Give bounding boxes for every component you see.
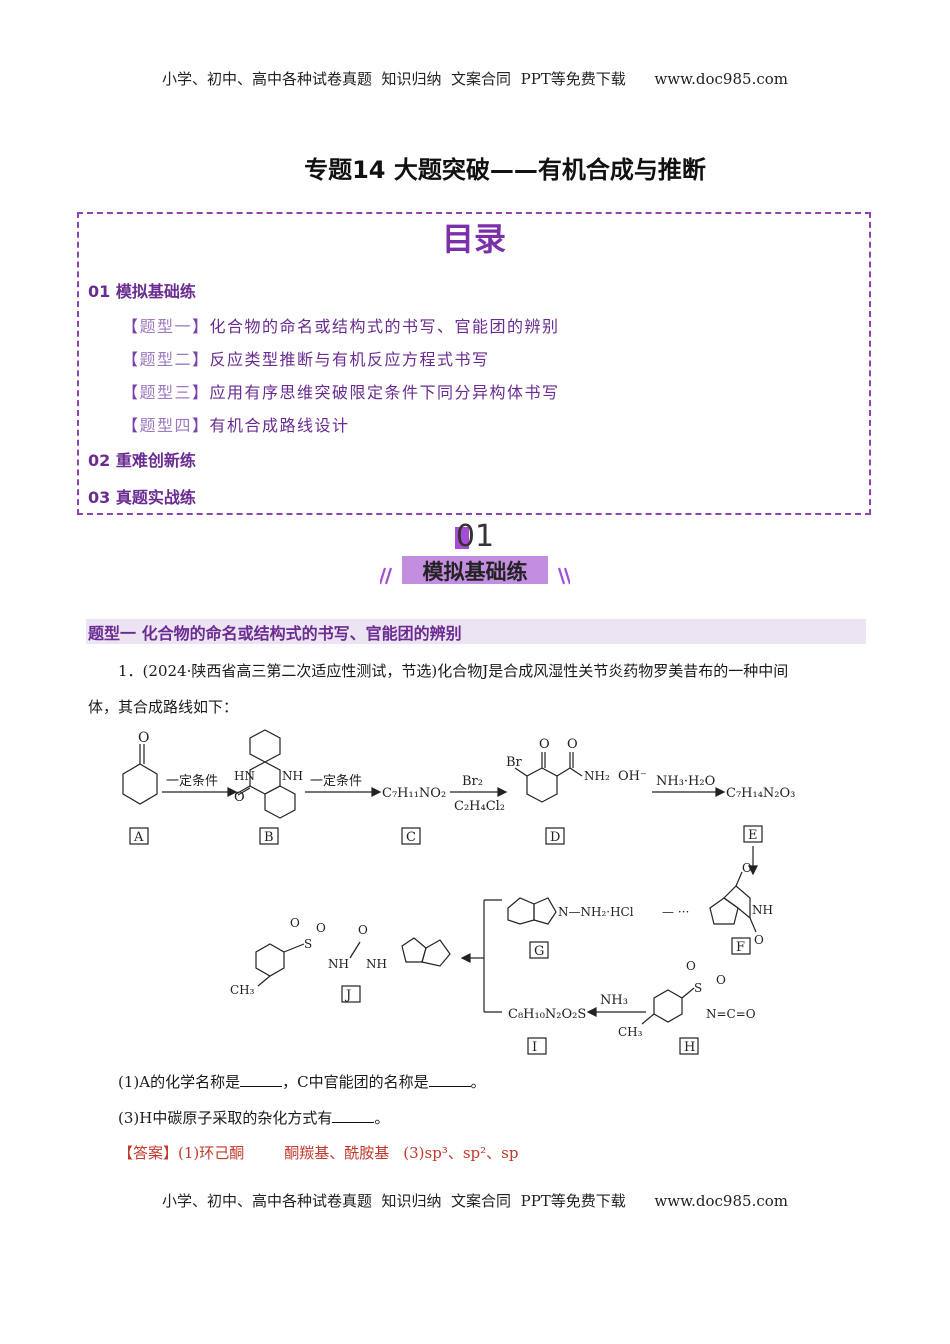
label-F: F [736, 940, 745, 955]
svg-text:O: O [686, 959, 696, 973]
svg-text:N=C=O: N=C=O [706, 1007, 756, 1021]
synthesis-scheme: O A 一定条件 O HN NH B 一定条件 C₇H₁₁NO₂ C Br₂ C… [122, 729, 795, 1055]
label-E: E [748, 828, 758, 843]
reagent-nh3: NH₃ [600, 993, 628, 1008]
compound-B: O HN NH [234, 729, 303, 819]
svg-text:NH: NH [366, 957, 387, 971]
question-intro-cont: 体，其合成路线如下： [88, 698, 239, 716]
document-title: 专题14 大题突破——有机合成与推断 [304, 156, 706, 184]
condition-2: 一定条件 [310, 773, 362, 789]
question-1: (1)A的化学名称是，C中官能团的名称是。 [118, 1072, 486, 1091]
label-I: I [532, 1040, 537, 1055]
svg-text:O: O [742, 861, 752, 875]
svg-text:O: O [290, 916, 300, 930]
answer-blank-3[interactable] [332, 1108, 375, 1123]
label-G: G [534, 944, 544, 959]
svg-text:O: O [716, 973, 726, 987]
formula-I: C₈H₁₀N₂O₂S [508, 1007, 586, 1022]
compound-G: N—NH₂·HCl — ··· [507, 897, 689, 925]
svg-text:O: O [138, 730, 149, 746]
condition-1: 一定条件 [166, 773, 218, 789]
svg-text:S: S [304, 937, 312, 951]
page-footer: 小学、初中、高中各种试卷真题 知识归纳 文案合同 PPT等免费下载 www.do… [161, 1192, 788, 1210]
toc-item-4[interactable]: 【题型四】有机合成路线设计 [122, 416, 350, 435]
svg-text:O: O [358, 923, 368, 937]
svg-text:NH₂: NH₂ [584, 769, 610, 783]
toc-item-3[interactable]: 【题型三】应用有序思维突破限定条件下同分异构体书写 [122, 383, 560, 402]
label-B: B [264, 830, 274, 845]
compound-F: O O NH [709, 861, 773, 947]
label-H: H [684, 1040, 695, 1055]
svg-text:S: S [694, 981, 702, 995]
question-type-bar [86, 619, 866, 644]
compound-A: O [122, 730, 158, 805]
svg-text:— ···: — ··· [662, 905, 689, 919]
toc-item-2[interactable]: 【题型二】反应类型推断与有机反应方程式书写 [122, 350, 490, 369]
svg-text:NH: NH [328, 957, 349, 971]
svg-text:O: O [234, 790, 245, 805]
compound-H: CH₃ S O O N=C=O [618, 959, 756, 1039]
svg-text:NH: NH [282, 769, 303, 783]
toc-section-03[interactable]: 03 真题实战练 [88, 488, 196, 507]
compound-D: O Br O NH₂ [506, 737, 610, 803]
answer-blank-2[interactable] [428, 1072, 471, 1087]
svg-text:O: O [567, 737, 578, 752]
reagent-br2: Br₂ [462, 774, 483, 789]
svg-text:O: O [754, 933, 764, 947]
solvent: C₂H₄Cl₂ [454, 799, 505, 814]
svg-text:O: O [316, 921, 326, 935]
banner-accent [455, 527, 469, 549]
label-D: D [550, 830, 560, 845]
section-banner: 01 模拟基础练 [380, 519, 570, 585]
label-J: J [344, 988, 351, 1003]
answer-blank-1[interactable] [240, 1072, 283, 1087]
svg-text:Br: Br [506, 755, 523, 770]
toc-item-1[interactable]: 【题型一】化合物的命名或结构式的书写、官能团的辨别 [122, 317, 560, 336]
banner-number: 01 [456, 519, 494, 554]
question-type-title: 题型一 化合物的命名或结构式的书写、官能团的辨别 [88, 624, 462, 643]
formula-E: C₇H₁₄N₂O₃ [726, 786, 795, 801]
answer-line: 【答案】(1)环己酮酮羰基、酰胺基(3)sp³、sp²、sp [118, 1144, 519, 1162]
svg-text:NH: NH [752, 903, 773, 917]
svg-text:O: O [539, 737, 550, 752]
page-header: 小学、初中、高中各种试卷真题 知识归纳 文案合同 PPT等免费下载 www.do… [161, 70, 788, 88]
label-C: C [406, 830, 416, 845]
svg-text:HN: HN [234, 769, 255, 783]
toc-box [77, 212, 871, 515]
banner-bar [402, 556, 548, 584]
svg-text:CH₃: CH₃ [230, 983, 255, 997]
question-intro: 1．(2024·陕西省高三第二次适应性测试，节选)化合物J是合成风湿性关节炎药物… [118, 662, 789, 680]
label-A: A [133, 830, 144, 845]
formula-C: C₇H₁₁NO₂ [382, 786, 446, 801]
banner-label: 模拟基础练 [423, 560, 528, 584]
toc-section-01[interactable]: 01 模拟基础练 [88, 282, 196, 301]
toc-heading: 目录 [441, 220, 506, 258]
reagent-oh: OH⁻ [618, 769, 647, 784]
toc-section-02[interactable]: 02 重难创新练 [88, 451, 196, 470]
reagent-nh3h2o: NH₃·H₂O [656, 774, 715, 789]
compound-J: CH₃ S O O NH O NH [230, 916, 451, 997]
svg-text:CH₃: CH₃ [618, 1025, 643, 1039]
question-3: (3)H中碳原子采取的杂化方式有。 [118, 1108, 390, 1127]
svg-text:N—NH₂·HCl: N—NH₂·HCl [558, 905, 634, 919]
